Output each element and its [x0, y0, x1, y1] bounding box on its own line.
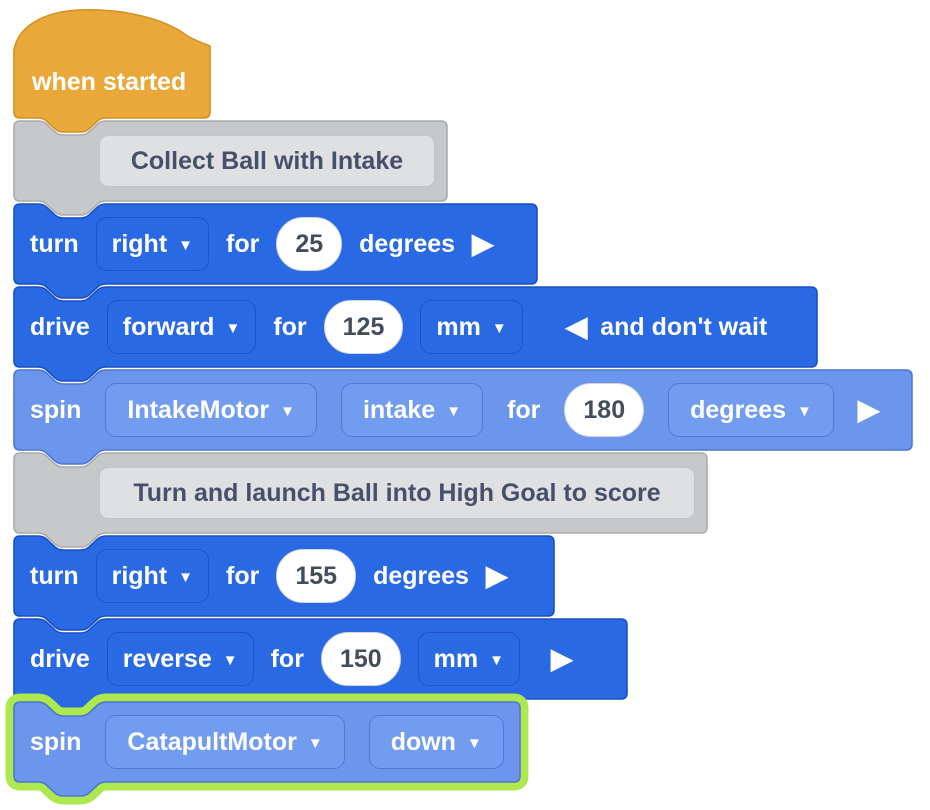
drive-direction-dropdown[interactable]: forward ▼ [106, 300, 257, 354]
spin-motor-dropdown[interactable]: IntakeMotor ▼ [105, 383, 317, 437]
degrees-unit-label: degrees [373, 561, 469, 590]
spin-unit-dropdown[interactable]: degrees ▼ [668, 383, 834, 437]
turn-direction-value: right [111, 561, 168, 590]
dont-wait-label: and don't wait [600, 312, 768, 341]
chevron-down-icon: ▼ [178, 236, 194, 254]
when-started-label: when started [32, 68, 187, 96]
turn-direction-dropdown[interactable]: right ▼ [95, 217, 210, 271]
for-label: for [270, 644, 304, 673]
turn-direction-value: right [111, 229, 168, 258]
spin-verb-label: spin [30, 395, 82, 424]
run-block-icon[interactable]: ▶ [472, 228, 494, 259]
turn-verb-label: turn [30, 229, 79, 258]
run-block-icon[interactable]: ▶ [550, 643, 573, 674]
comment-text-field[interactable]: Collect Ball with Intake [99, 135, 435, 187]
drive-distance-input[interactable]: 150 [320, 632, 401, 686]
spin-motor-value: CatapultMotor [127, 727, 297, 756]
collapse-left-icon[interactable]: ◀ [565, 311, 588, 342]
chevron-down-icon: ▼ [178, 568, 194, 586]
spin-motor-dropdown[interactable]: CatapultMotor ▼ [105, 715, 345, 769]
for-label: for [226, 229, 260, 258]
comment-text-field[interactable]: Turn and launch Ball into High Goal to s… [99, 467, 695, 519]
chevron-down-icon: ▼ [466, 734, 482, 752]
spin-direction-value: down [390, 727, 456, 756]
drive-direction-value: forward [122, 312, 215, 341]
drive-verb-label: drive [30, 644, 90, 673]
spin-block-highlighted[interactable]: spin CatapultMotor ▼ down ▼ [5, 693, 529, 805]
drive-verb-label: drive [30, 312, 90, 341]
when-started-block[interactable]: when started [13, 8, 211, 133]
drive-direction-dropdown[interactable]: reverse ▼ [106, 632, 254, 686]
turn-verb-label: turn [30, 561, 79, 590]
drive-unit-value: mm [433, 644, 479, 673]
chevron-down-icon: ▼ [491, 319, 507, 337]
drive-distance-input[interactable]: 125 [323, 300, 404, 354]
comment-block[interactable]: Turn and launch Ball into High Goal to s… [13, 452, 708, 548]
drive-block[interactable]: drive forward ▼ for 125 mm ▼ ◀ and don't… [13, 286, 818, 382]
degrees-unit-label: degrees [359, 229, 456, 258]
chevron-down-icon: ▼ [222, 651, 238, 669]
for-label: for [273, 312, 307, 341]
for-label: for [507, 395, 541, 424]
chevron-down-icon: ▼ [307, 734, 323, 752]
chevron-down-icon: ▼ [280, 402, 295, 420]
spin-amount-input[interactable]: 180 [564, 383, 645, 437]
spin-block[interactable]: spin IntakeMotor ▼ intake ▼ for 180 degr… [13, 369, 913, 465]
drive-unit-dropdown[interactable]: mm ▼ [417, 632, 520, 686]
for-label: for [226, 561, 260, 590]
drive-unit-dropdown[interactable]: mm ▼ [420, 300, 523, 354]
drive-direction-value: reverse [122, 644, 212, 673]
chevron-down-icon: ▼ [225, 319, 241, 337]
turn-degrees-input[interactable]: 25 [276, 217, 343, 271]
spin-unit-value: degrees [690, 395, 787, 424]
spin-direction-value: intake [362, 395, 436, 424]
turn-degrees-input[interactable]: 155 [276, 549, 357, 603]
chevron-down-icon: ▼ [446, 402, 462, 420]
spin-verb-label: spin [30, 727, 82, 756]
spin-motor-value: IntakeMotor [127, 395, 270, 424]
turn-block[interactable]: turn right ▼ for 155 degrees ▶ [13, 535, 555, 631]
turn-block[interactable]: turn right ▼ for 25 degrees ▶ [13, 203, 538, 299]
run-block-icon[interactable]: ▶ [857, 394, 880, 425]
hat-block-shape [13, 8, 211, 133]
chevron-down-icon: ▼ [489, 651, 504, 669]
drive-unit-value: mm [436, 312, 481, 341]
drive-block[interactable]: drive reverse ▼ for 150 mm ▼ ▶ [13, 618, 628, 714]
spin-direction-dropdown[interactable]: down ▼ [368, 715, 504, 769]
run-block-icon[interactable]: ▶ [485, 560, 508, 591]
turn-direction-dropdown[interactable]: right ▼ [95, 549, 210, 603]
comment-block[interactable]: Collect Ball with Intake [13, 120, 448, 216]
spin-direction-dropdown[interactable]: intake ▼ [340, 383, 484, 437]
chevron-down-icon: ▼ [797, 402, 812, 420]
